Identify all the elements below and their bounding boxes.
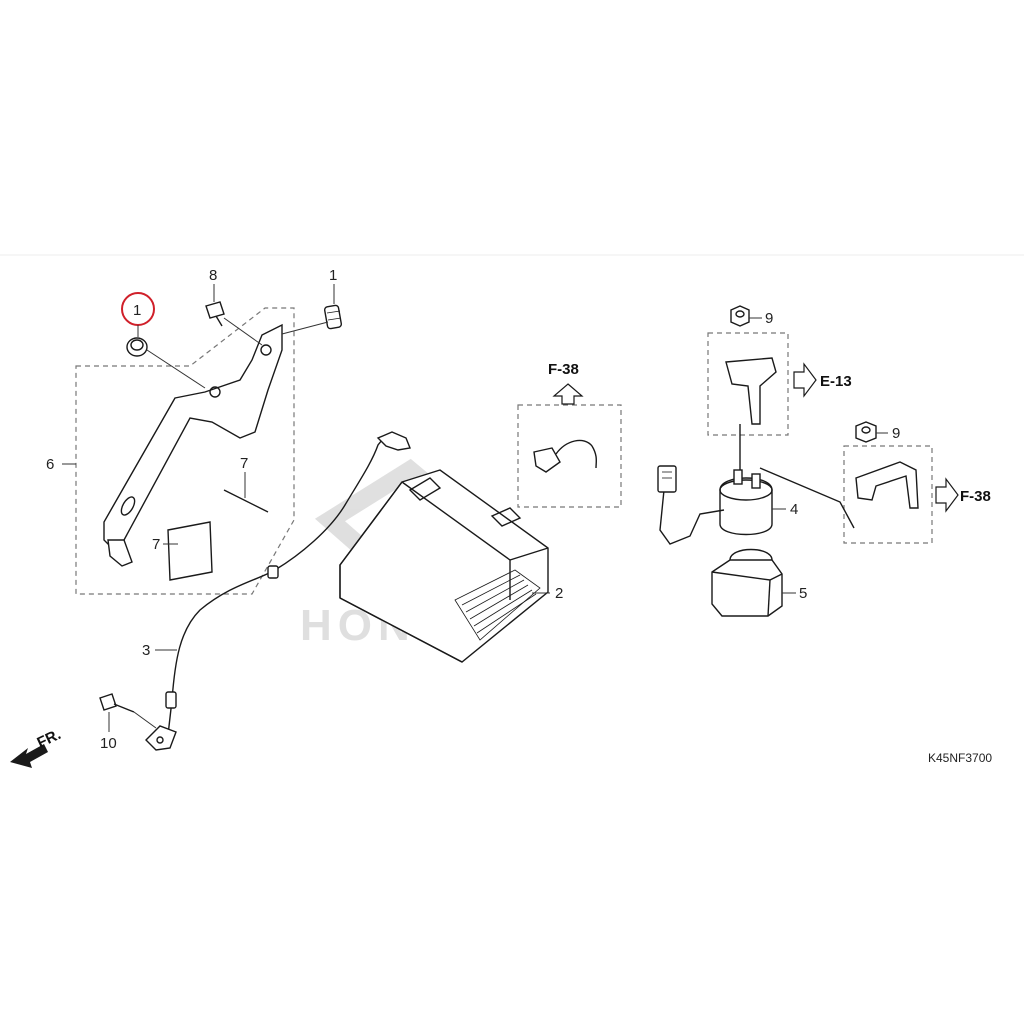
battery-bracket[interactable] [103,323,283,567]
callout-1[interactable]: 1 [329,267,337,284]
bracket-group-outline [62,307,295,595]
bolt-part-8[interactable] [205,301,263,346]
up-arrow-icon [552,383,584,405]
right-arrow-icon-f38 [935,477,959,513]
ref-f38-top[interactable]: F-38 [548,361,579,378]
ref-e13[interactable]: E-13 [820,373,852,390]
callout-4[interactable]: 4 [790,501,798,518]
bolt-part-10[interactable] [99,693,157,729]
callout-6[interactable]: 6 [46,456,54,473]
band-part-7[interactable] [223,489,269,513]
callout-7a[interactable]: 7 [240,455,248,472]
battery[interactable] [339,469,549,663]
callout-7b[interactable]: 7 [152,536,160,553]
reference-box-f38-top [517,404,622,508]
grommet-part-1[interactable] [281,304,343,335]
callout-5[interactable]: 5 [799,585,807,602]
callout-9b[interactable]: 9 [892,425,900,442]
right-arrow-icon-e13 [793,362,817,398]
e13-reference-box [707,332,789,436]
front-arrow-icon [10,744,48,768]
relay-cover-e13[interactable] [725,357,777,470]
callout-9a[interactable]: 9 [765,310,773,327]
negative-cable[interactable] [145,431,411,751]
pad-part-7[interactable] [167,521,213,581]
diagram-code: K45NF3700 [928,751,992,765]
battery-ribs [454,569,541,641]
callout-1-circled[interactable]: 1 [133,302,141,319]
callout-3[interactable]: 3 [142,642,150,659]
callout-10[interactable]: 10 [100,735,117,752]
nut-part-1-highlighted[interactable] [126,337,206,389]
reference-box-f38-right [843,445,933,544]
nut-part-9-lower[interactable] [855,421,888,443]
callout-2[interactable]: 2 [555,585,563,602]
callout-8[interactable]: 8 [209,267,217,284]
nut-part-9-upper[interactable] [730,305,762,327]
ref-f38-right[interactable]: F-38 [960,488,991,505]
starter-relay[interactable] [657,465,855,545]
relay-holder[interactable] [711,548,783,617]
front-indicator-label: FR. [35,726,64,752]
